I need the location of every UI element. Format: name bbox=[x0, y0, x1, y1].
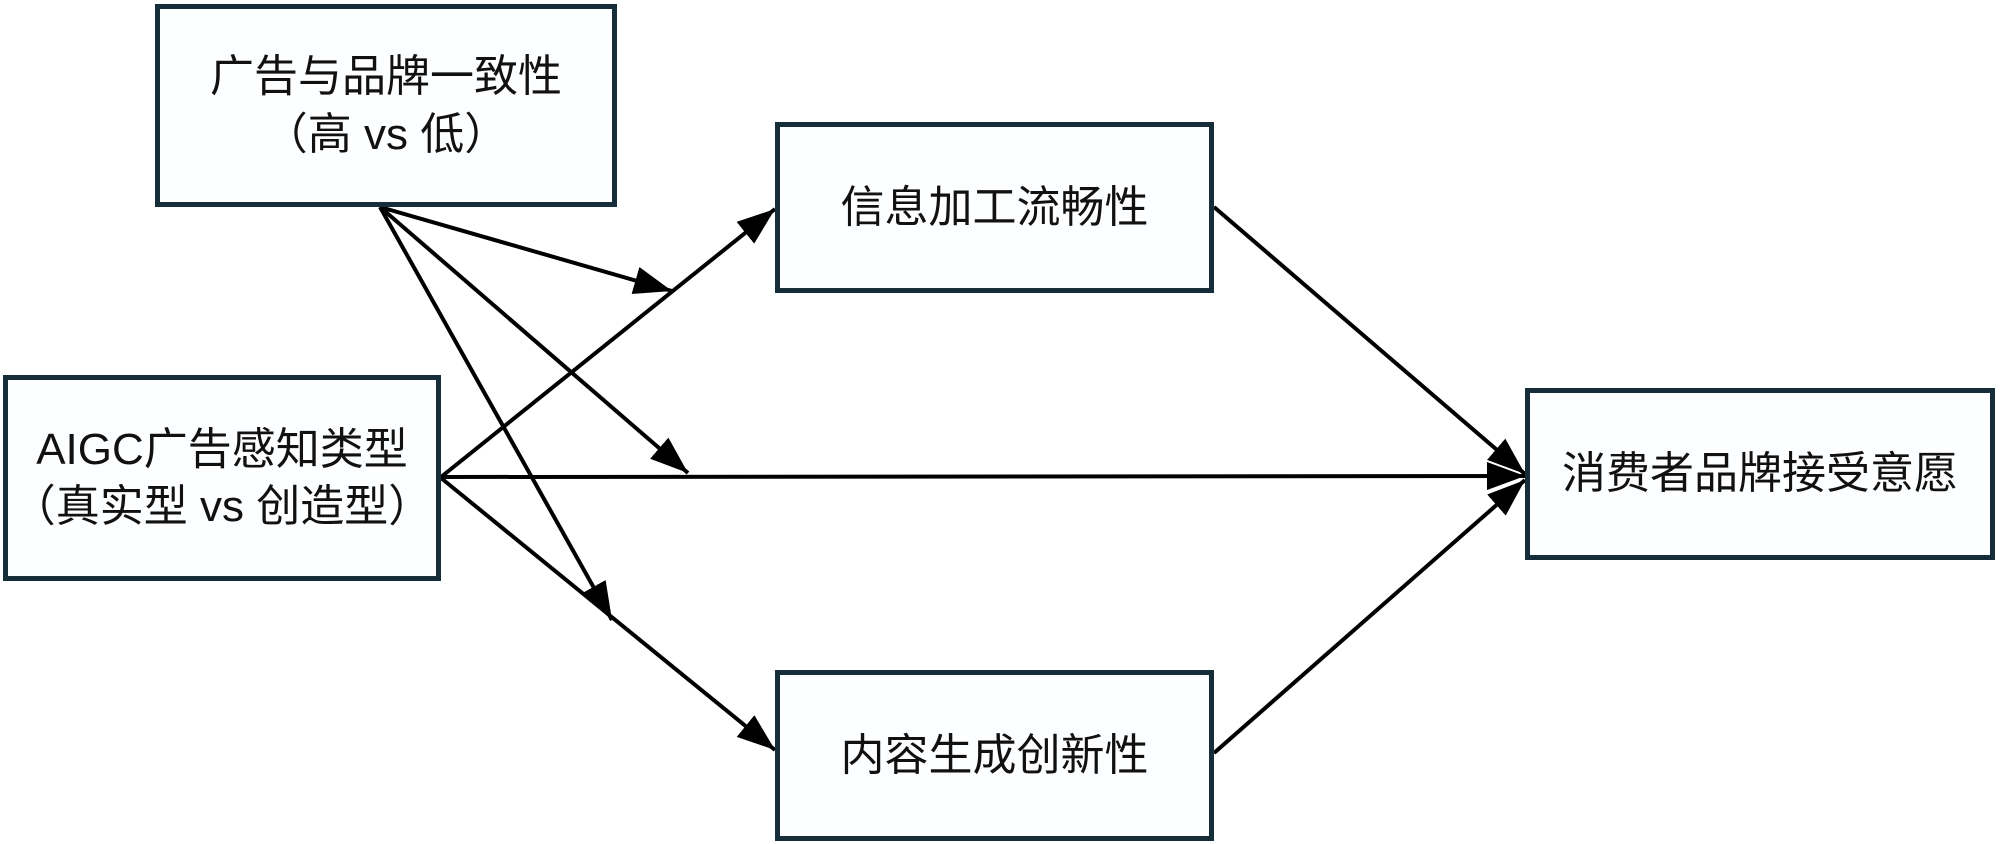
arrow-aigc-to-acceptance bbox=[440, 462, 1526, 491]
node-fluency-label: 信息加工流畅性 bbox=[840, 182, 1149, 232]
arrow-consistency-to-path-fluency bbox=[379, 205, 673, 294]
node-consistency-label-line1: 广告与品牌一致性 bbox=[210, 52, 562, 102]
arrow-aigc-to-fluency bbox=[439, 207, 777, 479]
node-aigc-type: AIGC广告感知类型 （真实型 vs 创造型） bbox=[3, 375, 441, 581]
node-consistency: 广告与品牌一致性 （高 vs 低） bbox=[155, 4, 617, 207]
node-consistency-label-line2: （高 vs 低） bbox=[263, 109, 509, 159]
arrow-innovation-to-acceptance bbox=[1212, 478, 1527, 755]
arrow-consistency-to-path-direct bbox=[378, 205, 690, 475]
arrow-consistency-to-path-innovation bbox=[378, 206, 614, 621]
node-aigc-label-line2: （真实型 vs 创造型） bbox=[11, 482, 433, 531]
node-acceptance-label: 消费者品牌接受意愿 bbox=[1562, 449, 1958, 499]
node-innovation: 内容生成创新性 bbox=[775, 670, 1214, 841]
arrow-fluency-to-acceptance bbox=[1212, 205, 1527, 476]
node-acceptance: 消费者品牌接受意愿 bbox=[1525, 388, 1995, 560]
node-innovation-label: 内容生成创新性 bbox=[840, 730, 1149, 780]
node-aigc-label-line1: AIGC广告感知类型 bbox=[36, 424, 408, 474]
node-fluency: 信息加工流畅性 bbox=[775, 122, 1214, 293]
